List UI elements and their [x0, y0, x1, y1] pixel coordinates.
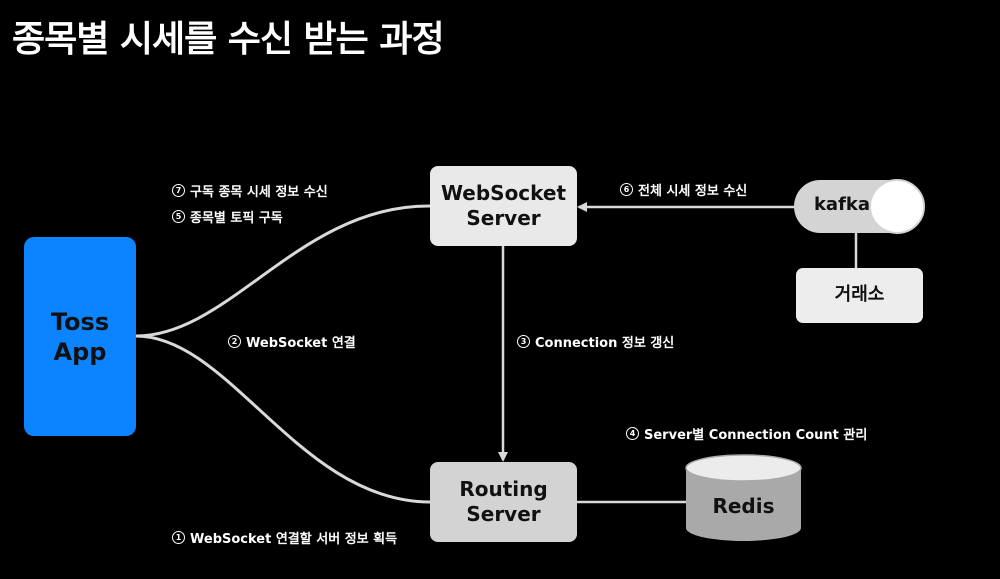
step-3-annotation: 3 Connection 정보 갱신 — [517, 332, 674, 351]
step-5-annotation: 5 종목별 토픽 구독 — [172, 207, 283, 226]
step-6-text: 전체 시세 정보 수신 — [638, 184, 748, 199]
step-2-annotation: 2 WebSocket 연결 — [228, 332, 356, 351]
step-2-text: WebSocket 연결 — [246, 336, 356, 351]
connector-app-to-websocket — [135, 204, 431, 338]
kafka-cylinder — [794, 179, 925, 234]
step-1-number-icon: 1 — [172, 531, 185, 544]
step-4-text: Server별 Connection Count 관리 — [644, 428, 868, 443]
step-2-number-icon: 2 — [228, 335, 241, 348]
kafka-label: kafka — [813, 194, 871, 215]
step-4-number-icon: 4 — [626, 427, 639, 440]
websocket-server-node: WebSocket Server — [430, 166, 577, 246]
routing-server-label-line2: Server — [466, 502, 541, 526]
step-6-annotation: 6 전체 시세 정보 수신 — [620, 180, 747, 199]
step-1-annotation: 1 WebSocket 연결할 서버 정보 획득 — [172, 528, 397, 547]
toss-app-label-line1: Toss — [50, 307, 110, 336]
websocket-server-label-line2: Server — [466, 206, 541, 230]
page-title: 종목별 시세를 수신 받는 과정 — [12, 19, 445, 60]
step-5-number-icon: 5 — [172, 210, 185, 223]
step-3-number-icon: 3 — [517, 335, 530, 348]
step-7-number-icon: 7 — [172, 184, 185, 197]
step-1-text: WebSocket 연결할 서버 정보 획득 — [190, 532, 398, 547]
step-4-annotation: 4 Server별 Connection Count 관리 — [626, 424, 867, 443]
redis-cylinder — [685, 454, 802, 541]
connector-app-to-routing — [135, 334, 431, 504]
routing-server-label-line1: Routing — [459, 477, 548, 501]
step-3-text: Connection 정보 갱신 — [535, 336, 675, 351]
routing-server-node: Routing Server — [430, 462, 577, 542]
websocket-server-label-line1: WebSocket — [440, 181, 567, 205]
step-6-number-icon: 6 — [620, 183, 633, 196]
redis-label: Redis — [712, 494, 775, 518]
step-7-text: 구독 종목 시세 정보 수신 — [190, 185, 328, 200]
exchange-label: 거래소 — [834, 284, 885, 306]
step-5-text: 종목별 토픽 구독 — [190, 211, 283, 226]
toss-app-node: Toss App — [24, 237, 136, 436]
step-7-annotation: 7 구독 종목 시세 정보 수신 — [172, 181, 328, 200]
exchange-node: 거래소 — [796, 268, 923, 323]
toss-app-label-line2: App — [53, 337, 107, 366]
